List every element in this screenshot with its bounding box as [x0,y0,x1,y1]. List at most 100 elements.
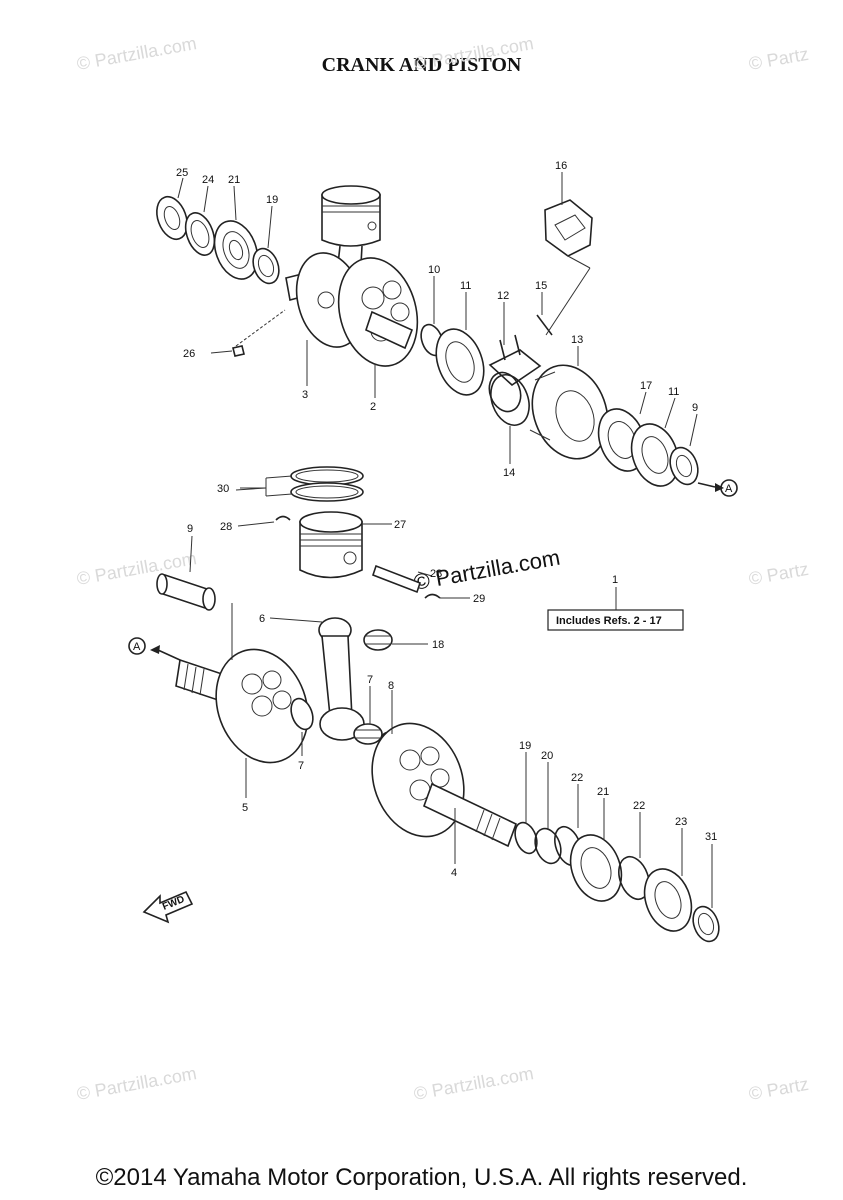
bearing-11-lower [630,423,680,487]
watermark: © Partz [747,559,810,589]
callout-8: 8 [388,680,394,692]
callout-9: 9 [692,402,698,414]
arrow-line [697,482,716,488]
leader [235,309,286,347]
connecting-rod-6 [318,617,365,741]
piston-group-illustration [156,466,441,611]
top-callouts: 25 24 21 19 16 10 11 12 15 13 26 3 2 17 … [176,160,698,479]
seal-31 [692,905,720,943]
leader [545,267,591,336]
bearing-23 [643,868,693,932]
callout-21-lower: 21 [597,786,609,798]
ref-marker-label: A [725,483,733,495]
seal-9-top [669,446,699,486]
rotor-13 [529,364,609,460]
callout-29: 29 [473,593,485,605]
lower-assembly-illustration: A [128,617,720,943]
diagram-title: CRANK AND PISTON [321,54,522,76]
part-16 [544,199,593,257]
callout-10: 10 [428,264,440,276]
bearing-11-top [435,328,485,396]
ring-14 [488,371,530,426]
crank-shaft-4 [422,782,518,848]
fwd-arrow: FWD [142,890,194,924]
callout-20: 20 [541,750,553,762]
watermark: © Partzilla.com [412,33,535,74]
callout-2: 2 [370,401,376,413]
includes-box: Includes Refs. 2 - 17 [547,587,684,631]
callout-11-lower: 11 [668,386,679,398]
callout-19: 19 [266,194,278,206]
callout-22: 22 [571,772,583,784]
bearing-21-lower [569,834,623,902]
callout-13: 13 [571,334,583,346]
bearing-21-top [213,220,259,280]
key-26 [232,345,245,357]
clip-29 [424,593,441,599]
callout-25: 25 [176,167,188,179]
watermark: © Partzilla.com [412,1063,535,1104]
callout-4: 4 [451,867,457,879]
callout-11: 11 [460,280,471,292]
circlip-22-second [618,855,650,901]
callout-15: 15 [535,280,547,292]
bushing-9 [156,573,216,611]
includes-box-text: Includes Refs. 2 - 17 [556,615,662,627]
lower-callouts: 30 28 27 9 28 29 1 6 18 7 8 7 5 19 20 22… [187,483,717,879]
callout-9-lower: 9 [187,523,193,535]
callout-28-pin: 28 [430,568,442,580]
callout-6: 6 [259,613,265,625]
watermarks: © Partzilla.com © Partzilla.com © Partz … [75,33,810,1104]
arrow-head [715,483,724,492]
callout-14: 14 [503,467,515,479]
bearing-7-lower [353,723,383,745]
watermark: © Partz [747,1074,810,1104]
callout-3: 3 [302,389,308,401]
arrow-line [157,649,181,661]
callout-27: 27 [394,519,406,531]
callout-24: 24 [202,174,214,186]
crank-shaft [365,310,414,350]
bearing-18 [363,629,393,651]
oil-seal-25 [156,195,188,241]
callout-5: 5 [242,802,248,814]
ring-20 [534,827,562,865]
ring-19-top [252,247,280,285]
washer-7-left [290,697,314,731]
watermark: © Partz [747,44,810,74]
ref-marker-label: A [133,641,141,653]
crank-assembly-illustration: A [156,185,738,497]
ref-marker-a [720,479,738,497]
leader [565,254,591,269]
piston-pin [371,564,422,594]
pin-15 [536,314,553,336]
stator-12 [488,334,542,387]
arrow-head [150,645,160,654]
splined-shaft [175,658,223,702]
copyright-notice: ©2014 Yamaha Motor Corporation, U.S.A. A… [95,1164,748,1191]
watermark: © Partzilla.com [75,33,198,74]
washer-24 [184,212,216,256]
piston-ring-30-inner [295,469,359,483]
watermark: © Partzilla.com [75,1063,198,1104]
callout-26: 26 [183,348,195,360]
callout-28: 28 [220,521,232,533]
callout-17: 17 [640,380,652,392]
callout-21: 21 [228,174,240,186]
crank-half-5 [215,648,309,764]
callout-31: 31 [705,831,717,843]
top-leaders [177,172,698,464]
callout-7-lower: 7 [298,760,304,772]
callout-16: 16 [555,160,567,172]
ring-19-lower [514,821,538,855]
callout-12: 12 [497,290,509,302]
callout-7-upper: 7 [367,674,373,686]
clip-28 [275,515,291,521]
callout-22-second: 22 [633,800,645,812]
ref-marker-a-left [128,637,146,655]
piston-top [321,185,381,283]
callout-1: 1 [612,574,618,586]
callout-18: 18 [432,639,444,651]
callout-30: 30 [217,483,229,495]
